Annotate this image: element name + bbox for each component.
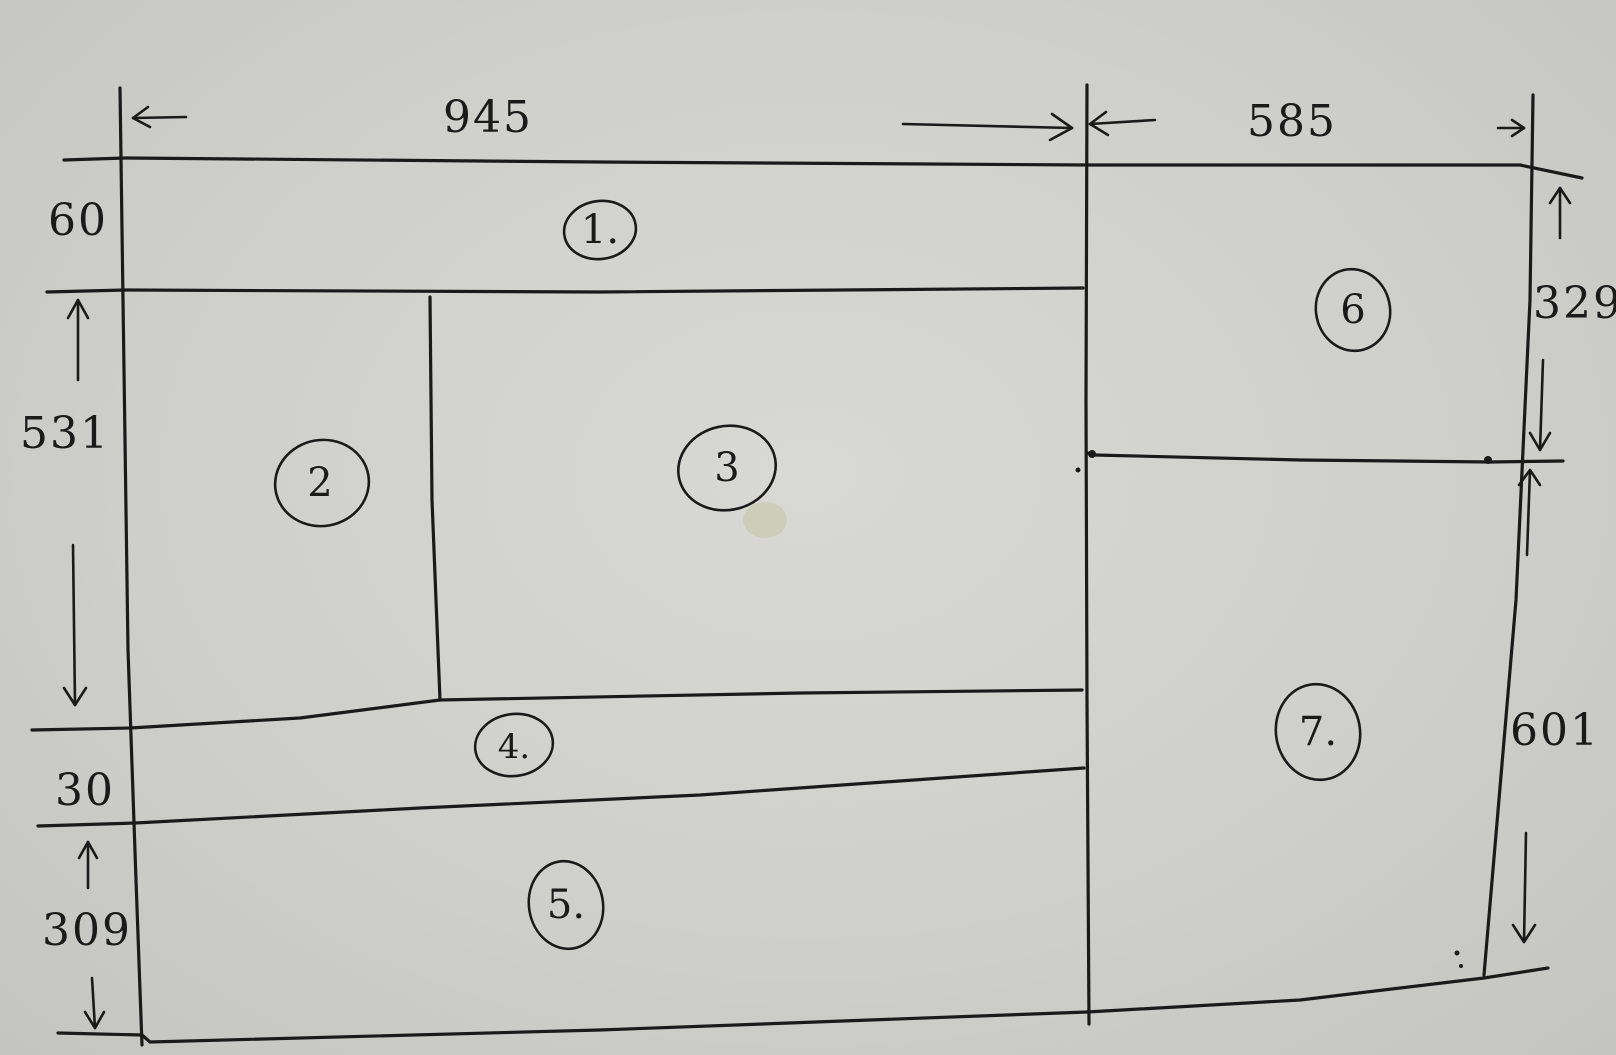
arrow-309-down-head bbox=[83, 1010, 106, 1030]
bottom-right-border-line bbox=[1085, 966, 1550, 1014]
dimension-60: 60 bbox=[48, 195, 108, 246]
arrow-601-up-head bbox=[1517, 468, 1542, 487]
paper-smudge bbox=[743, 502, 787, 538]
region-4: 4. bbox=[473, 712, 555, 778]
arrow-329-up-head bbox=[1548, 186, 1572, 205]
dimension-585: 585 bbox=[1247, 96, 1337, 147]
region-5-circle bbox=[527, 859, 605, 951]
region-7: 7. bbox=[1274, 682, 1362, 782]
arrow-601-down-shaft bbox=[1522, 831, 1528, 944]
bar-divider-line bbox=[36, 766, 1086, 828]
region-6-label: 6 bbox=[1340, 287, 1365, 333]
arrow-309-down-shaft bbox=[90, 976, 97, 1030]
arrow-945-left-head bbox=[131, 105, 152, 129]
arrow-585-left-head bbox=[1088, 110, 1110, 137]
dimension-601: 601 bbox=[1510, 705, 1600, 756]
region-7-label: 7. bbox=[1299, 709, 1337, 755]
divider-dot-right bbox=[1484, 456, 1492, 464]
header-divider-line bbox=[45, 286, 1085, 294]
region-6-circle bbox=[1314, 267, 1392, 353]
arrow-601-down-head bbox=[1511, 923, 1537, 944]
arrow-601-up-shaft bbox=[1525, 468, 1532, 557]
arrow-309-up-head bbox=[77, 840, 99, 860]
region-1-circle bbox=[562, 199, 638, 261]
arrow-585-right-head bbox=[1510, 118, 1526, 138]
sidebar-divider-line bbox=[428, 295, 442, 702]
region-1: 1. bbox=[562, 199, 638, 261]
region-7-circle bbox=[1274, 682, 1362, 782]
region-2-circle bbox=[273, 438, 371, 528]
top-border-line bbox=[62, 156, 1584, 180]
bottom-left-border-line bbox=[56, 1010, 1089, 1044]
arrow-531-down-shaft bbox=[71, 543, 77, 707]
left-border-line bbox=[118, 86, 144, 1047]
dimension-30: 30 bbox=[55, 765, 115, 816]
arrow-531-down-head bbox=[62, 686, 88, 707]
arrow-945-left-shaft bbox=[131, 115, 188, 120]
middle-divider-line bbox=[1084, 83, 1091, 1026]
region-3: 3 bbox=[676, 424, 778, 512]
main-divider-line bbox=[30, 688, 1084, 732]
region-5-label: 5. bbox=[547, 882, 585, 928]
region-2-label: 2 bbox=[307, 460, 332, 506]
ink-dot bbox=[1075, 467, 1081, 473]
arrow-531-up-head bbox=[66, 298, 90, 320]
arrow-945-right-head bbox=[1048, 112, 1074, 142]
region-3-circle bbox=[676, 424, 778, 512]
stray-dot bbox=[1454, 950, 1460, 956]
arrow-945-right-shaft bbox=[901, 122, 1074, 130]
divider-dot bbox=[1088, 450, 1096, 458]
region-4-label: 4. bbox=[498, 727, 530, 767]
region-2: 2 bbox=[273, 438, 371, 528]
region-5: 5. bbox=[527, 859, 605, 951]
stray-dot-2 bbox=[1459, 964, 1463, 968]
region-4-circle bbox=[473, 712, 555, 778]
region-1-label: 1. bbox=[581, 207, 619, 253]
region-6: 6 bbox=[1314, 267, 1392, 353]
dimension-309: 309 bbox=[42, 905, 132, 956]
dimension-531: 531 bbox=[20, 408, 110, 459]
region-3-label: 3 bbox=[714, 445, 739, 491]
arrow-329-down-shaft bbox=[1538, 358, 1545, 452]
dimension-945: 945 bbox=[443, 92, 533, 143]
right-border-line bbox=[1482, 93, 1535, 977]
arrow-329-down-head bbox=[1528, 431, 1552, 452]
arrow-585-left-shaft bbox=[1088, 118, 1157, 126]
dimension-329: 329 bbox=[1533, 278, 1616, 329]
